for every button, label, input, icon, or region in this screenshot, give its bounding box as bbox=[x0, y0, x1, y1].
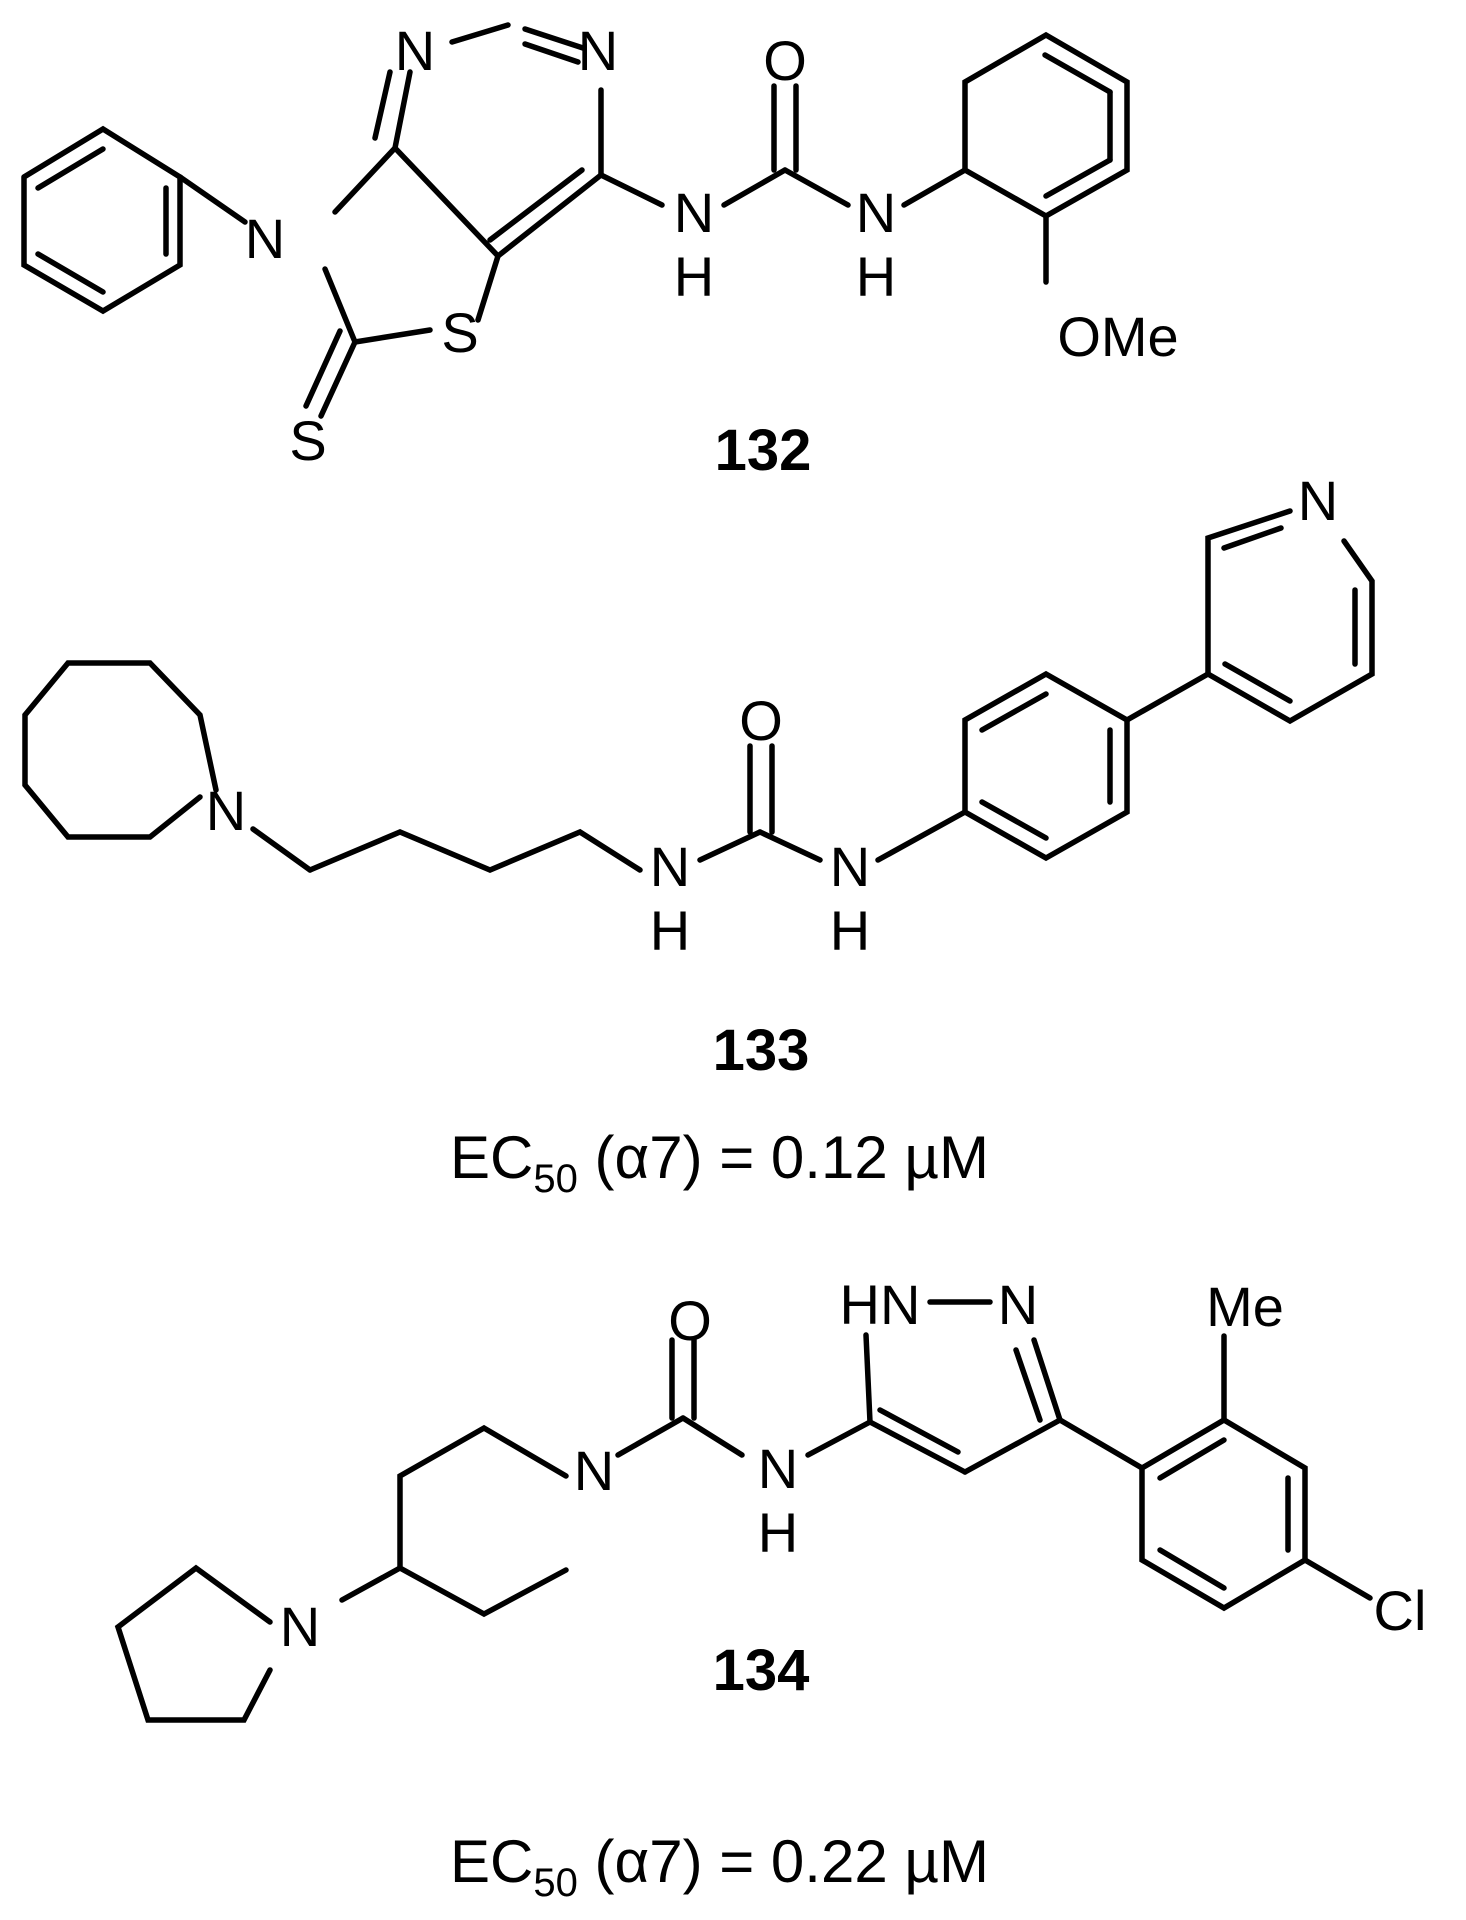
compound-134-piperidine-ring bbox=[339, 1424, 569, 1618]
compound-133-phenyl-ring bbox=[962, 670, 1130, 862]
compound-134-atom-piperidine-n: N bbox=[574, 1439, 614, 1502]
compound-133-atom-nh2-h: H bbox=[830, 899, 870, 962]
compound-134-activity: EC50 (α7) = 0.22 µM bbox=[450, 1828, 989, 1905]
compound-132-label: 132 bbox=[715, 418, 812, 483]
compound-134-atom-nh-h: H bbox=[758, 1501, 798, 1564]
compound-132-atom-nh1: N bbox=[674, 181, 714, 244]
compound-133-label: 133 bbox=[713, 1018, 810, 1083]
compound-133-structure bbox=[22, 508, 1375, 873]
compound-132-atom-nh2-h: H bbox=[856, 245, 896, 308]
compound-132-atom-nh2: N bbox=[856, 181, 896, 244]
compound-132-phenyl-ring bbox=[21, 125, 183, 315]
compound-134-atom-n-pyrazole: N bbox=[998, 1273, 1038, 1336]
compound-133-atom-pyridine-n: N bbox=[1298, 469, 1338, 532]
compound-134-pyrazole-ring bbox=[863, 1299, 1063, 1475]
compound-132-atom-ome: OMe bbox=[1057, 305, 1178, 368]
compound-133-atom-nh1-h: H bbox=[650, 899, 690, 962]
compound-133-atom-nh1: N bbox=[650, 835, 690, 898]
compound-134-atom-chlorine: Cl bbox=[1374, 1579, 1427, 1642]
compound-134-aryl-ring bbox=[1139, 1416, 1308, 1612]
compound-132-atom-nh1-h: H bbox=[674, 245, 714, 308]
compound-134-atom-methyl: Me bbox=[1206, 1275, 1284, 1338]
compound-132-atom-n1: N bbox=[395, 19, 435, 82]
compound-132-structure bbox=[21, 22, 1130, 419]
compound-134-pyrrolidine-ring bbox=[114, 1564, 273, 1723]
compound-133-atom-piperidine-n: N bbox=[206, 779, 246, 842]
compound-134-atom-nh: N bbox=[758, 1437, 798, 1500]
compound-134-atom-carbonyl-o: O bbox=[668, 1289, 712, 1352]
compound-133-pyridine-ring bbox=[1205, 508, 1375, 725]
compound-133-activity: EC50 (α7) = 0.12 µM bbox=[450, 1124, 989, 1201]
compound-132-atom-n3: N bbox=[578, 19, 618, 82]
compound-134-structure bbox=[114, 1299, 1373, 1723]
compound-134-atom-pyrrolidine-n: N bbox=[280, 1595, 320, 1658]
compound-132-atom-s-thione: S bbox=[289, 409, 326, 472]
compound-132-methoxyphenyl-ring bbox=[962, 31, 1130, 220]
compound-134-label: 134 bbox=[713, 1638, 810, 1703]
compound-133-atom-nh2: N bbox=[830, 835, 870, 898]
compound-132-atom-carbonyl-o: O bbox=[763, 29, 807, 92]
compound-132-atom-n-thiazole: N bbox=[245, 207, 285, 270]
compound-134-atom-hn-pyrazole: HN bbox=[840, 1273, 921, 1336]
compound-133-atom-carbonyl-o: O bbox=[739, 689, 783, 752]
compound-132-atom-s-ring: S bbox=[441, 301, 478, 364]
